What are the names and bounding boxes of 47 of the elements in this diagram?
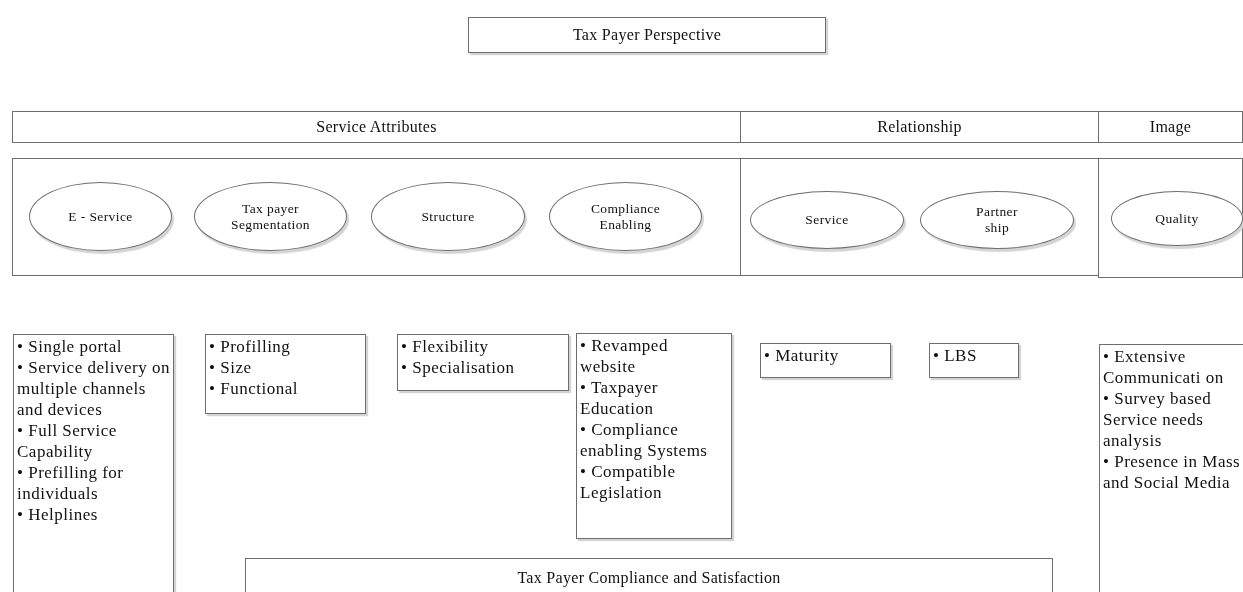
- bullet-list-box: [760, 343, 891, 378]
- bullet-list-box: [397, 334, 569, 391]
- node-label: E - Service: [68, 208, 133, 225]
- bullet-item: • Extensive Communicati on: [1103, 346, 1225, 388]
- header-box: [245, 558, 1053, 592]
- header-box: [1098, 111, 1243, 143]
- bullet-item: • Single portal: [17, 336, 124, 357]
- header-box: [740, 111, 1099, 143]
- header-box: [12, 111, 741, 143]
- title-box: [468, 17, 826, 53]
- node-label: Tax payer Segmentation: [229, 200, 311, 233]
- header-text: Relationship: [877, 118, 962, 136]
- bullet-list-box: [13, 334, 174, 592]
- bullet-list-box: [929, 343, 1019, 378]
- bullet-item: • Full Service Capability: [17, 420, 118, 462]
- bullet-item: • Functional: [209, 378, 299, 399]
- bullet-item: • Compliance enabling Systems: [580, 419, 709, 461]
- bullet-item: • Service delivery on multiple channels and devices: [17, 357, 170, 420]
- header-text: Image: [1149, 118, 1192, 136]
- group-panel: [740, 158, 1099, 276]
- bullet-item: • Presence in Mass and Social Media: [1103, 451, 1241, 493]
- bullet-item: • Helplines: [17, 504, 99, 525]
- bullet-item: • Revamped website: [580, 335, 669, 377]
- header-text: Tax Payer Compliance and Satisfaction: [517, 569, 781, 587]
- header-text: Service Attributes: [316, 118, 437, 136]
- bullet-item: • LBS: [933, 345, 978, 366]
- bullet-item: • Survey based Service needs analysis: [1103, 388, 1213, 451]
- node-label: Partner ship: [975, 204, 1019, 236]
- bullet-item: • Prefilling for individuals: [17, 462, 125, 504]
- bullet-list-box: [576, 333, 732, 539]
- bullet-item: • Maturity: [764, 345, 840, 366]
- bullet-item: • Taxpayer Education: [580, 377, 659, 419]
- bullet-item: • Size: [209, 357, 253, 378]
- title-text: Tax Payer Perspective: [572, 26, 722, 44]
- bullet-item: • Specialisation: [401, 357, 516, 378]
- bullet-item: • Compatible Legislation: [580, 461, 677, 503]
- bullet-list-box: [1099, 344, 1243, 592]
- node-label: Quality: [1155, 210, 1199, 227]
- bullet-item: • Flexibility: [401, 336, 490, 357]
- node-label: Structure: [421, 208, 475, 225]
- group-panel: [1098, 158, 1243, 278]
- node-label: Compliance Enabling: [589, 200, 662, 233]
- node-label: Service: [805, 212, 849, 228]
- group-panel: [12, 158, 741, 276]
- ellipse-node: [1111, 191, 1243, 246]
- bullet-item: • Profilling: [209, 336, 292, 357]
- bullet-list-box: [205, 334, 366, 414]
